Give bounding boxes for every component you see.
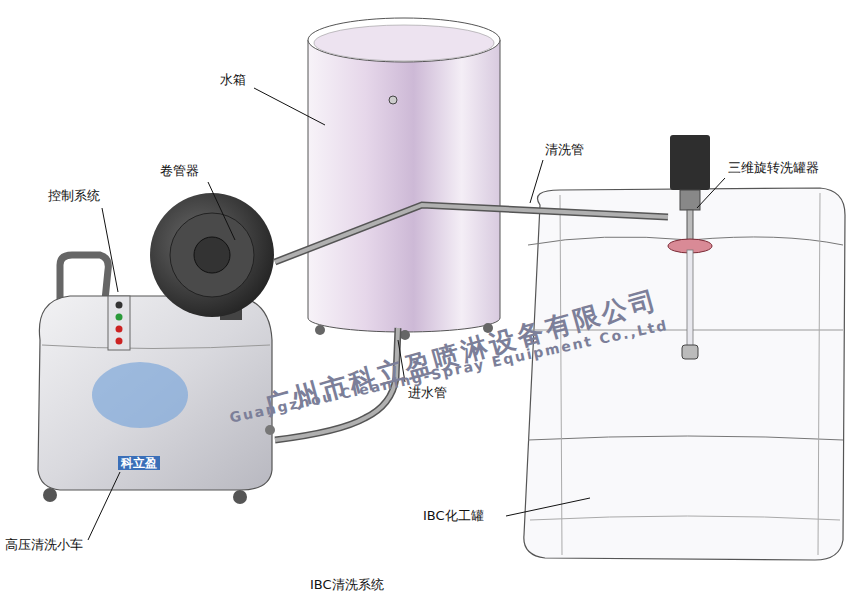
caption: IBC清洗系统 (310, 577, 384, 593)
leader-lines (88, 88, 725, 540)
ibc-tank (524, 188, 845, 560)
part-label: 高压清洗小车 (5, 537, 83, 553)
part-label: IBC化工罐 (423, 508, 484, 524)
logo-text: 科立盈 (118, 456, 160, 470)
part-label: 水箱 (220, 72, 246, 88)
part-label: 三维旋转洗罐器 (728, 160, 819, 176)
water-tank (308, 18, 500, 340)
part-label: 控制系统 (48, 188, 100, 204)
part-label: 清洗管 (545, 142, 584, 158)
rotary-washer (668, 135, 712, 359)
hose-reel (150, 193, 274, 320)
part-label: 卷管器 (160, 163, 199, 179)
